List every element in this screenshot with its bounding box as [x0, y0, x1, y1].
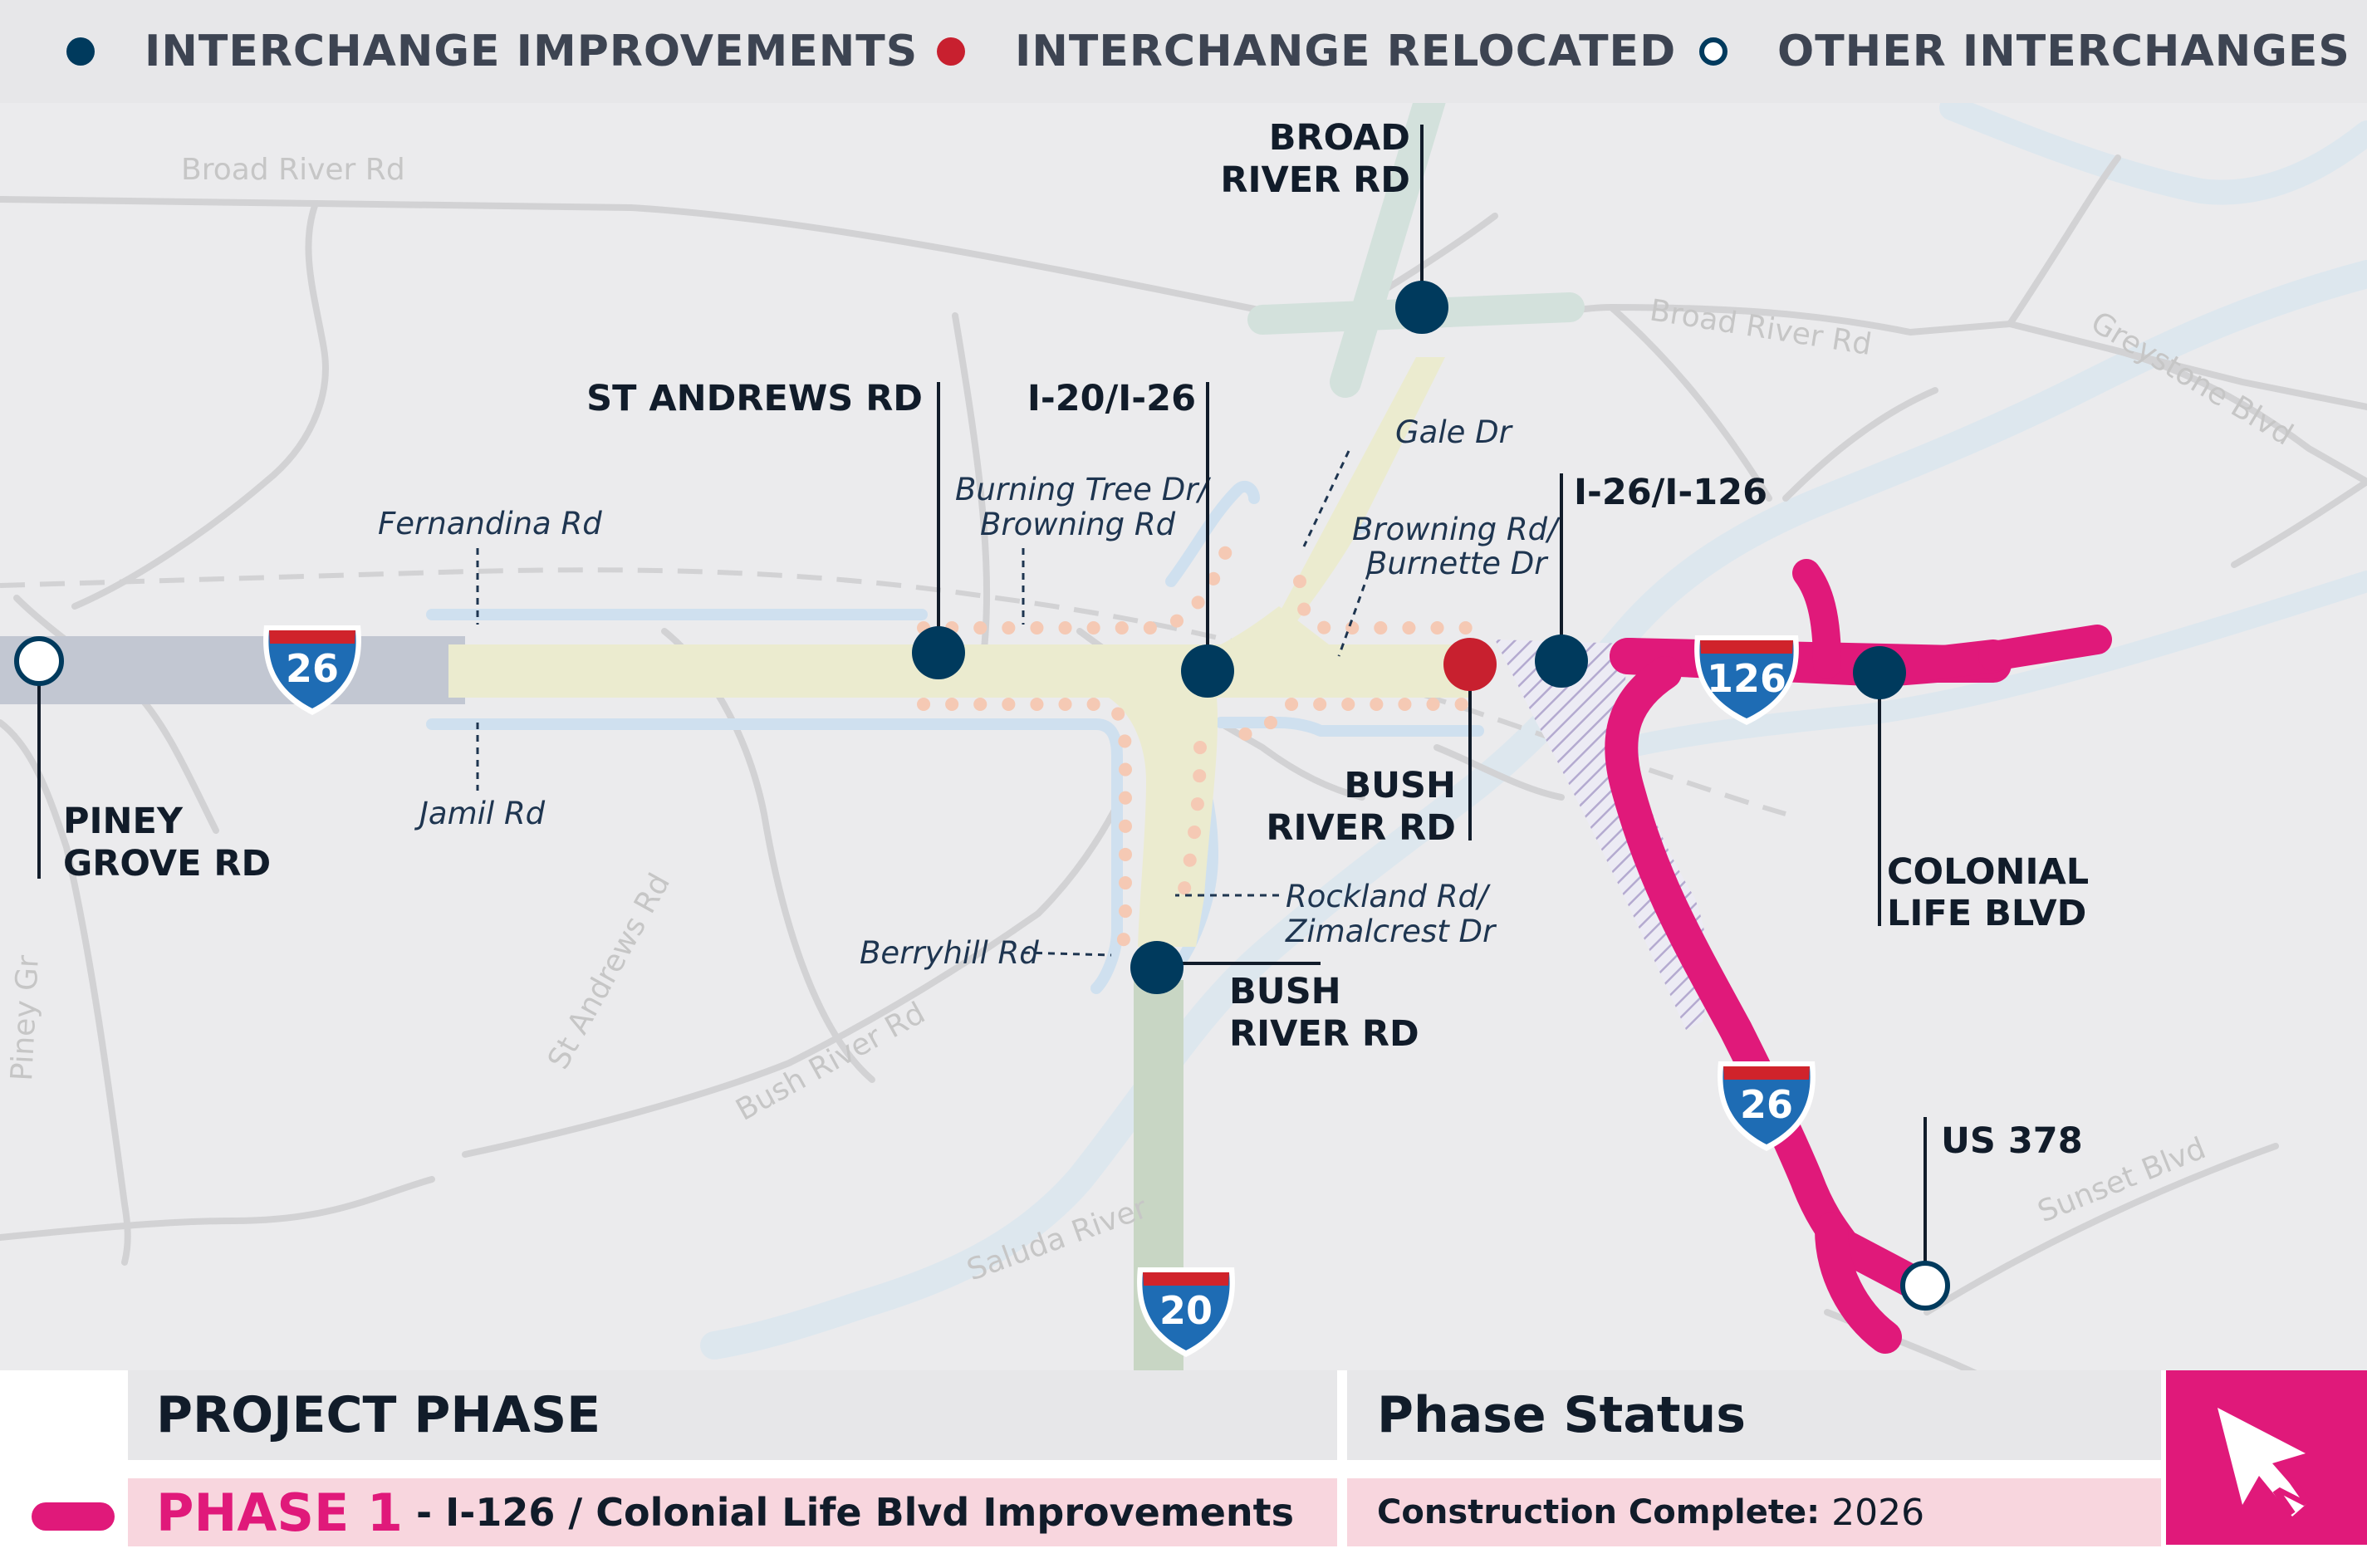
interchange-label: COLONIAL: [1887, 851, 2089, 893]
header-project-phase: PROJECT PHASE: [156, 1386, 601, 1444]
marker-st-andrews: [912, 626, 965, 679]
shield-number: 126: [1707, 656, 1786, 701]
shield-number: 26: [1740, 1082, 1793, 1127]
river: [700, 96, 2367, 1360]
status-value: 2026: [1820, 1491, 1925, 1534]
interchange-label: BROAD: [1269, 117, 1410, 159]
status-header: Phase Status: [1347, 1370, 2161, 1460]
header-phase-status: Phase Status: [1377, 1386, 1746, 1444]
marker-bush-river-relocated: [1443, 638, 1497, 691]
interchange-label: GROVE RD: [63, 843, 271, 884]
road-label: Broad River Rd: [181, 153, 405, 187]
phase-header: PROJECT PHASE: [128, 1370, 1337, 1460]
shield-number: 20: [1159, 1288, 1213, 1333]
interchange-label: BUSH: [1229, 971, 1341, 1012]
interchange-markers: [14, 281, 1950, 1311]
legend-label: INTERCHANGE IMPROVEMENTS: [145, 27, 919, 76]
marker-piney-grove: [14, 636, 64, 686]
project-corridor: [448, 357, 1470, 947]
interchange-label: RIVER RD: [1266, 807, 1456, 849]
legend-item-improvements: INTERCHANGE IMPROVEMENTS: [66, 25, 918, 78]
marker-us378: [1900, 1261, 1950, 1311]
legend-label: INTERCHANGE RELOCATED: [1015, 27, 1677, 76]
interchange-label: RIVER RD: [1229, 1013, 1419, 1055]
status-label: Construction Complete:: [1377, 1493, 1821, 1531]
shield-i20: 20: [1137, 1267, 1235, 1357]
interchange-label: ST ANDREWS RD: [586, 378, 923, 419]
marker-i20-i26: [1181, 644, 1234, 698]
street-label: Browning Rd: [980, 507, 1176, 542]
corridor-dots: [917, 525, 1485, 970]
street-label: Burnette Dr: [1366, 546, 1549, 581]
street-label: Browning Rd/: [1352, 512, 1561, 547]
interchange-label: I-26/I-126: [1574, 472, 1767, 513]
railroad: [0, 567, 1786, 816]
shield-i126: 126: [1694, 635, 1799, 725]
street-label: Burning Tree Dr/: [955, 472, 1211, 507]
road-label: Piney Gr: [5, 954, 46, 1081]
marker-colonial-life: [1853, 646, 1906, 699]
interchange-leader-lines: [37, 125, 1927, 1283]
interchange-label: LIFE BLVD: [1887, 893, 2086, 934]
phase-table: PROJECT PHASE Phase Status PHASE 1 - I-1…: [0, 1370, 2367, 1568]
phase-description: - I-126 / Colonial Life Blvd Improvement…: [403, 1490, 1295, 1535]
street-labels: [476, 450, 1370, 957]
interchange-labels: PINEY GROVE RD ST ANDREWS RD I-20/I-26 B…: [63, 117, 2089, 1162]
phase-name: PHASE 1: [156, 1482, 404, 1543]
street-label: Rockland Rd/: [1286, 879, 1491, 914]
legend-label: OTHER INTERCHANGES: [1777, 27, 2350, 76]
street-label: Gale Dr: [1395, 414, 1514, 450]
phase1-status-row: Construction Complete: 2026: [1347, 1478, 2161, 1546]
street-label: Fernandina Rd: [378, 506, 602, 541]
north-arrow-icon: N: [2166, 1370, 2367, 1545]
filled-circle-icon: [66, 37, 95, 66]
legend: INTERCHANGE IMPROVEMENTS INTERCHANGE REL…: [0, 0, 2367, 103]
shield-i26-south: 26: [1718, 1061, 1816, 1151]
marker-bush-river-south: [1130, 941, 1184, 994]
shield-i26-west: 26: [263, 625, 361, 715]
street-label-text: Fernandina Rd Jamil Rd Burning Tree Dr/ …: [378, 414, 1561, 971]
i26-west-corridor: [0, 636, 465, 704]
hollow-circle-icon: [1699, 37, 1727, 66]
interchange-label: US 378: [1941, 1120, 2083, 1162]
legend-item-relocated: INTERCHANGE RELOCATED: [937, 25, 1676, 78]
shield-number: 26: [286, 646, 339, 691]
street-label: Jamil Rd: [414, 796, 546, 831]
interchange-label: BUSH: [1344, 765, 1456, 806]
legend-item-other: OTHER INTERCHANGES: [1699, 25, 2350, 78]
interchange-label: PINEY: [63, 801, 184, 842]
street-label: Zimalcrest Dr: [1285, 914, 1497, 949]
street-label: Berryhill Rd: [860, 935, 1039, 971]
phase1-row: PHASE 1 - I-126 / Colonial Life Blvd Imp…: [128, 1478, 1337, 1546]
marker-i26-i126: [1535, 635, 1588, 688]
relocated-ramp-area: [1495, 639, 1708, 1030]
filled-circle-icon: [937, 37, 965, 66]
interchange-label: RIVER RD: [1220, 159, 1410, 201]
phase1-swatch: [32, 1502, 115, 1531]
marker-broad-river: [1395, 281, 1448, 334]
interchange-label: I-20/I-26: [1027, 378, 1196, 419]
